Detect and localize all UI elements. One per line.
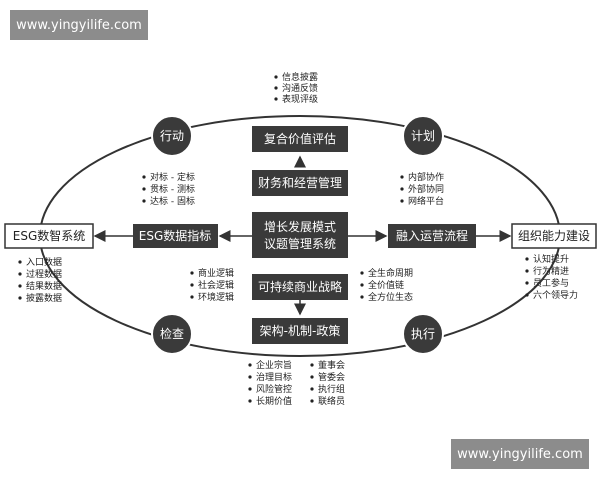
list-item-sustainable-left: 商业逻辑 [198,267,234,279]
list-item-sustainable-left: 社会逻辑 [198,279,234,291]
list-item-esg-system: 过程数据 [26,268,62,280]
list-item-bottom-right: 董事会 [318,359,345,371]
circle-execute [402,313,444,355]
list-item-esg-system: 入口数据 [26,256,62,268]
list-item-action: 达标 - 固标 [150,195,195,207]
list-item-bottom-left: 长期价值 [256,395,292,407]
list-item-sustainable-right: 全方位生态 [368,291,413,303]
bullet-dot [360,295,364,299]
list-item-sustainable-right: 全价值链 [368,279,404,291]
bullet-dot [18,296,22,300]
bullet-dot [274,75,278,79]
bullet-dot [190,283,194,287]
list-item-esg-system: 结果数据 [26,280,62,292]
list-item-action: 对标 - 定标 [150,171,195,183]
list-item-bottom-left: 风险管控 [256,383,292,395]
label-core-line2: 议题管理系统 [264,236,336,251]
bullet-dot [18,260,22,264]
bullet-dot [18,272,22,276]
box-esg-system [4,223,94,249]
bullet-dot [190,271,194,275]
bullet-dot [142,187,146,191]
bullet-dot [360,283,364,287]
list-item-capability: 认知提升 [533,253,569,265]
box-core-system [252,212,348,258]
box-capability [511,223,597,249]
list-item-capability: 六个领导力 [533,289,578,301]
bullet-dot [248,399,252,403]
circle-plan [402,115,444,157]
box-sustainable [252,274,348,300]
list-item-plan: 网络平台 [408,195,444,207]
label-capability: 组织能力建设 [518,229,590,243]
list-item-capability: 行为精进 [533,265,569,277]
list-item-top: 信息披露 [282,71,318,83]
bullet-dot [274,97,278,101]
label-plan: 计划 [411,129,435,143]
bullet-dot [400,199,404,203]
bullet-dot [18,284,22,288]
bullet-dot [190,295,194,299]
list-item-capability: 员工参与 [533,277,569,289]
watermark-bottom: www.yingyilife.com [451,439,589,469]
label-execute: 执行 [411,327,435,341]
list-item-top: 沟通反馈 [282,82,318,94]
list-item-sustainable-right: 全生命周期 [368,267,413,279]
circle-action [151,115,193,157]
box-composite-value [252,126,348,152]
bullet-dot [248,363,252,367]
list-item-top: 表现评级 [282,93,318,105]
label-integrate: 融入运营流程 [396,228,468,243]
list-item-bottom-right: 执行组 [318,383,345,395]
label-check: 检查 [160,326,184,341]
list-item-bottom-right: 联络员 [318,395,345,407]
circle-check [151,313,193,355]
box-structure [252,318,348,344]
bullet-dot [310,375,314,379]
label-esg-indicators: ESG数据指标 [139,228,212,243]
bullet-dot [248,387,252,391]
label-sustainable: 可持续商业战略 [258,279,342,294]
box-esg-indicators [133,224,218,248]
bullet-dot [360,271,364,275]
bullet-dot [525,269,529,273]
list-item-sustainable-left: 环境逻辑 [198,291,234,303]
bullet-dot [310,399,314,403]
label-composite-value: 复合价值评估 [264,131,336,146]
list-item-bottom-left: 治理目标 [256,371,292,383]
list-item-plan: 外部协同 [408,183,444,195]
label-action: 行动 [160,129,184,143]
box-integrate [388,224,476,248]
label-finance: 财务和经营管理 [258,175,342,190]
list-item-esg-system: 披露数据 [26,292,62,304]
bullet-dot [274,86,278,90]
list-item-action: 贯标 - 测标 [150,183,195,195]
label-core-line1: 增长发展模式 [264,219,336,234]
bullet-dot [310,387,314,391]
bullet-dot [400,175,404,179]
bullet-dot [525,293,529,297]
bullet-dot [310,363,314,367]
list-item-plan: 内部协作 [408,171,444,183]
bullet-dot [525,257,529,261]
box-finance [252,170,348,196]
label-structure: 架构-机制-政策 [260,323,341,338]
watermark-top: www.yingyilife.com [10,10,148,40]
bullet-dot [525,281,529,285]
bullet-dot [142,199,146,203]
bullet-dot [248,375,252,379]
label-esg-system: ESG数智系统 [13,228,86,243]
bullet-dot [400,187,404,191]
bullet-dot [142,175,146,179]
list-item-bottom-right: 管委会 [318,371,345,383]
list-item-bottom-left: 企业宗旨 [256,359,292,371]
